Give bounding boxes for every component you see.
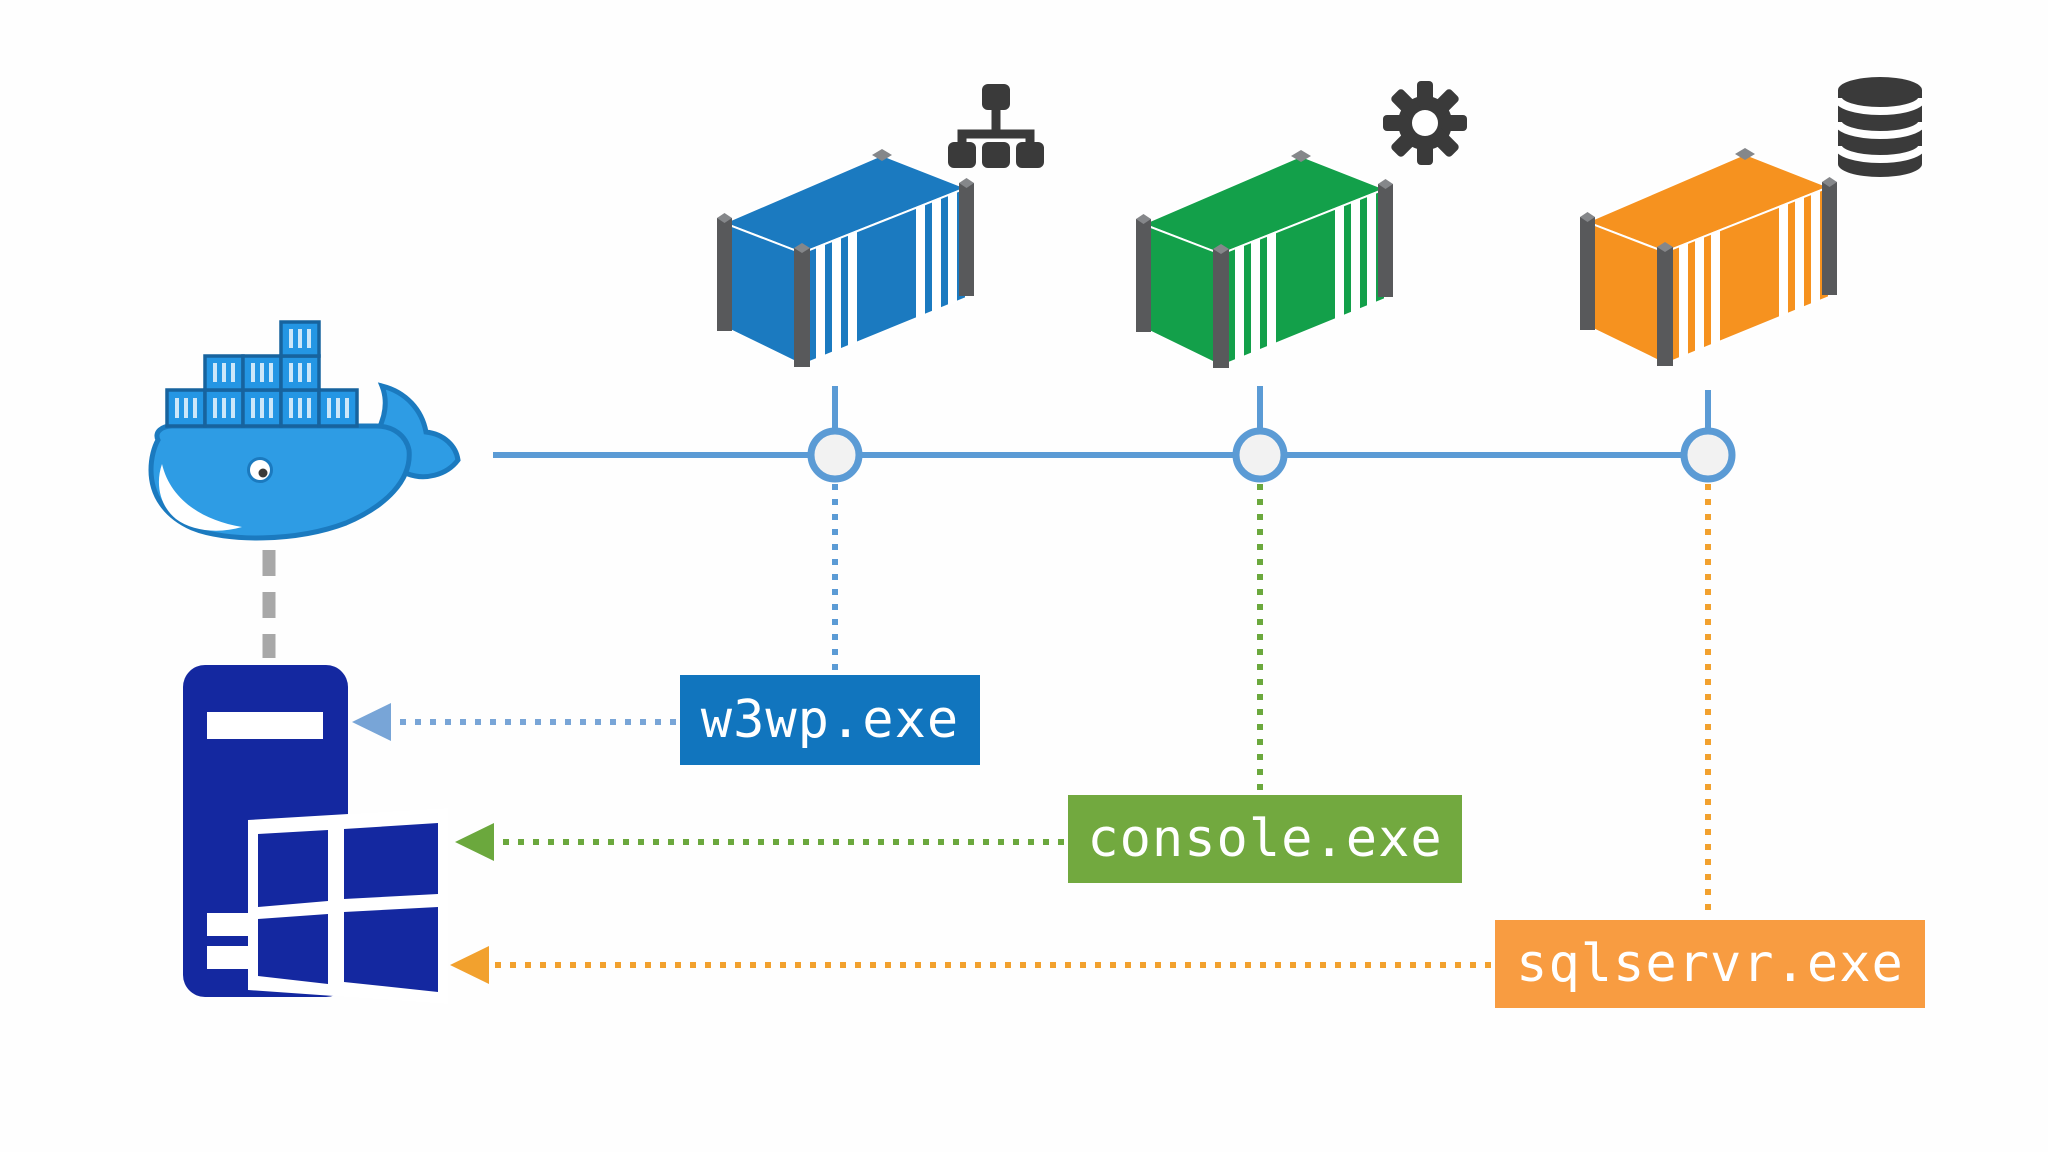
whale-cargo-boxes [165,320,359,428]
process-label-console: console.exe [1068,795,1462,883]
process-connectors [832,484,1711,917]
arrow-console [455,823,1064,861]
arrow-sqlservr [450,946,1491,984]
network-node-web [807,427,863,483]
shipping-container-console [1135,149,1394,369]
arrow-w3wp [352,703,676,741]
whale-pupil [258,468,268,478]
windows-flag-logo [248,808,448,1004]
process-label-w3wp: w3wp.exe [680,675,980,765]
database-icon [1834,77,1926,177]
docker-network-line [493,386,1736,483]
server-drive-slot [207,712,323,739]
docker-whale-logo [148,320,461,541]
process-label-sqlservr: sqlservr.exe [1495,920,1925,1008]
gear-icon [1383,81,1467,165]
shipping-container-web [716,148,975,368]
sitemap-icon [948,84,1044,168]
network-node-sql [1680,427,1736,483]
process-to-host-arrows [352,703,1491,984]
whale-torso [148,423,412,541]
network-node-console [1232,427,1288,483]
windows-server-icon [183,665,448,1004]
whale-belly [158,464,242,531]
shipping-container-sql [1579,147,1838,367]
